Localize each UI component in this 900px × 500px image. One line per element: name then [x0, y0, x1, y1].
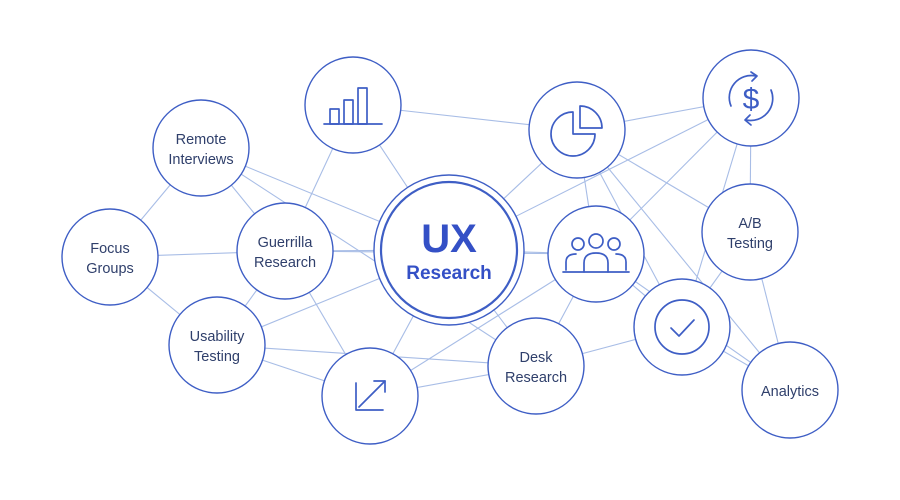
edge-remote-desk: [200, 147, 537, 367]
center-subtitle: Research: [406, 263, 492, 284]
bar-chart-icon: [323, 87, 383, 125]
center-title: UX: [421, 217, 477, 261]
node-remote-interviews: Remote Interviews: [152, 99, 250, 197]
node-label-line: A/B: [738, 216, 761, 232]
node-growth: [321, 347, 419, 445]
node-label-line: Testing: [727, 236, 773, 252]
node-label-line: Testing: [194, 349, 240, 365]
users-group-icon: [562, 233, 630, 273]
node-label-line: Interviews: [168, 152, 233, 168]
node-pie-chart: [528, 81, 626, 179]
growth-arrow-icon: [355, 380, 386, 411]
node-dollar: $: [702, 49, 800, 147]
node-ab-testing: A/B Testing: [701, 183, 799, 281]
node-label-line: Focus: [90, 241, 130, 257]
dollar-sign: $: [743, 83, 760, 116]
node-label-line: Research: [505, 370, 567, 386]
center-inner-ring: [379, 180, 519, 320]
edge-pie-chart-analytics: [576, 129, 791, 391]
node-focus-groups: Focus Groups: [61, 208, 159, 306]
pie-chart-icon: [550, 105, 603, 157]
node-usability-testing: Usability Testing: [168, 296, 266, 394]
node-users: [547, 205, 645, 303]
check-circle-icon: [654, 299, 710, 355]
node-label-line: Analytics: [761, 384, 819, 400]
node-label-line: Groups: [86, 261, 134, 277]
node-label-line: Desk: [519, 350, 553, 366]
node-analytics: Analytics: [741, 341, 839, 439]
node-label-line: Usability: [190, 329, 246, 345]
center-node: UX Research: [373, 174, 525, 326]
dollar-cycle-icon: $: [728, 71, 774, 126]
node-guerrilla-research: Guerrilla Research: [236, 202, 334, 300]
node-label-line: Research: [254, 255, 316, 271]
node-check: [633, 278, 731, 376]
node-bar-chart: [304, 56, 402, 154]
node-label-line: Remote: [176, 132, 227, 148]
node-label-line: Guerrilla: [258, 235, 314, 251]
node-desk-research: Desk Research: [487, 317, 585, 415]
